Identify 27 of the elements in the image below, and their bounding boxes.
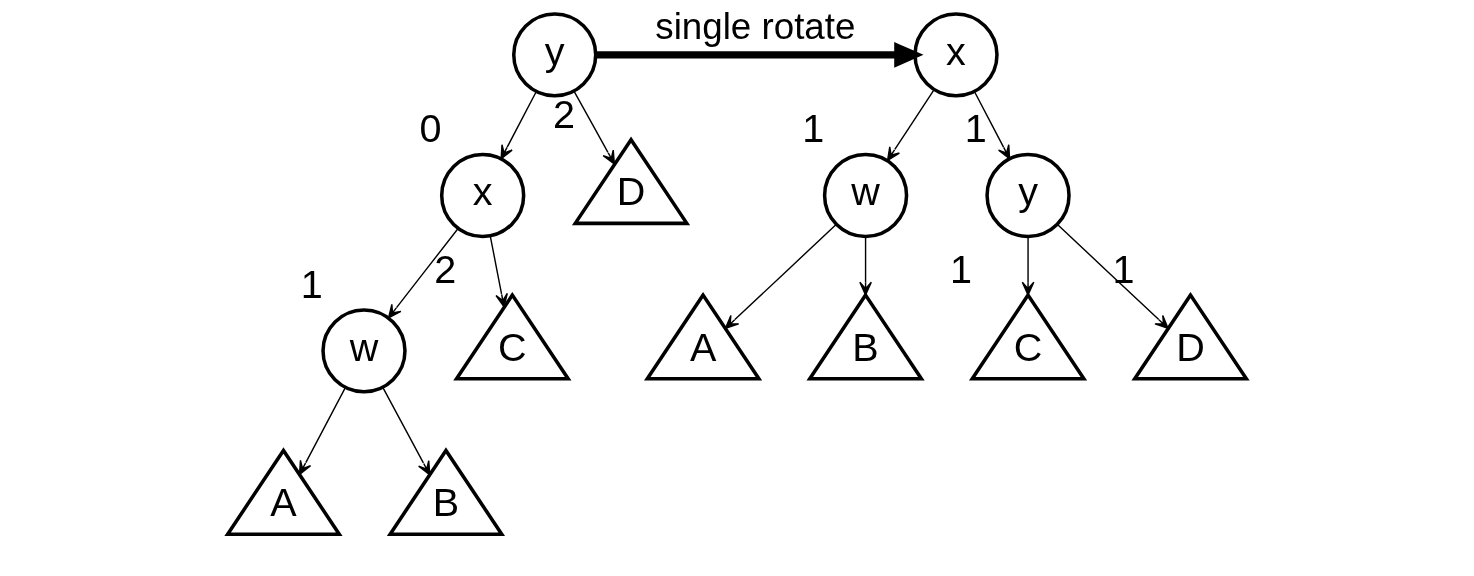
arrow <box>500 91 537 160</box>
arrow <box>573 90 616 165</box>
node-circle: y <box>985 152 1071 239</box>
node-circle: w <box>321 308 407 394</box>
node-label: 1 <box>300 261 323 306</box>
arrow <box>298 386 347 476</box>
node-circle: w <box>822 152 909 239</box>
node-label: 1 <box>1112 246 1135 291</box>
node-label: 1 <box>949 246 972 291</box>
arrow <box>382 386 431 476</box>
arrow <box>859 235 872 296</box>
arrow <box>724 223 837 330</box>
arrow <box>1056 223 1169 330</box>
edge-label: single rotate <box>655 6 856 48</box>
node-circle: x <box>439 152 526 239</box>
arrow <box>886 88 935 162</box>
node-label: 1 <box>802 106 825 151</box>
node-circle: x <box>913 12 999 98</box>
arrow <box>595 42 924 68</box>
node-label: 0 <box>419 106 442 151</box>
arrow <box>973 91 1011 160</box>
node-label: 2 <box>434 246 457 291</box>
node-circle: y <box>512 12 598 98</box>
arrow <box>1021 235 1035 296</box>
node-label: 1 <box>964 106 987 151</box>
arrow <box>489 235 508 308</box>
arrow <box>387 227 459 319</box>
